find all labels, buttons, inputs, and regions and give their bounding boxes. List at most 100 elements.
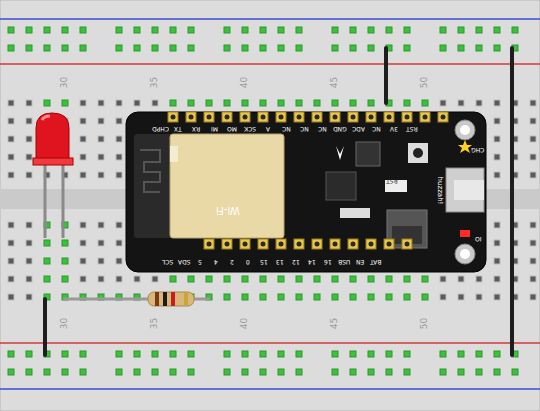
breadboard-hole: [80, 369, 86, 375]
breadboard-hole: [152, 351, 158, 357]
breadboard-hole: [62, 240, 68, 246]
breadboard-hole: [224, 100, 230, 106]
header-pin: [207, 115, 212, 120]
header-pin: [333, 242, 338, 247]
pin-name: 13: [276, 259, 284, 265]
led-leg: [44, 160, 47, 238]
led-leg: [62, 158, 65, 238]
feather-huzzah-board: [126, 112, 486, 272]
header-pin: [348, 112, 358, 122]
breadboard-hole: [8, 118, 14, 124]
breadboard-hole: [26, 100, 32, 106]
breadboard-hole: [440, 27, 446, 33]
header-pin: [441, 115, 446, 120]
breadboard-hole: [62, 100, 68, 106]
breadboard-hole: [296, 27, 302, 33]
breadboard-hole: [296, 351, 302, 357]
header-pin: [261, 115, 266, 120]
header-pin: [294, 112, 304, 122]
resistor-band: [184, 292, 188, 306]
breadboard-hole: [386, 276, 392, 282]
breadboard-hole: [80, 136, 86, 142]
breadboard-hole: [404, 100, 410, 106]
pin-name: RST: [406, 126, 418, 132]
header-pins: [168, 112, 448, 249]
breadboard-hole: [440, 100, 446, 106]
breadboard-hole: [98, 222, 104, 228]
breadboard-hole: [8, 136, 14, 142]
jumper-wire: [43, 299, 47, 355]
breadboard-hole: [134, 27, 140, 33]
pin-name: SCK: [244, 126, 256, 132]
breadboard-hole: [98, 154, 104, 160]
breadboard-hole: [440, 351, 446, 357]
breadboard-hole: [440, 276, 446, 282]
header-pin: [240, 239, 250, 249]
breadboard-hole: [8, 27, 14, 33]
breadboard-hole: [368, 369, 374, 375]
breadboard-hole: [278, 45, 284, 51]
breadboard-hole: [494, 369, 500, 375]
breadboard-hole: [296, 276, 302, 282]
breadboard-hole: [98, 240, 104, 246]
header-pin: [384, 239, 394, 249]
breadboard-hole: [8, 294, 14, 300]
header-pin: [420, 112, 430, 122]
breadboard-hole: [80, 100, 86, 106]
breadboard-hole: [170, 369, 176, 375]
breadboard-hole: [494, 118, 500, 124]
resistor-band: [163, 292, 167, 306]
header-pin: [366, 239, 376, 249]
reset-button: [413, 148, 423, 158]
pin-name: ADC: [352, 126, 365, 132]
breadboard-hole: [530, 118, 536, 124]
breadboard-hole: [8, 369, 14, 375]
breadboard-hole: [134, 351, 140, 357]
breadboard-hole: [476, 369, 482, 375]
header-pin: [258, 112, 268, 122]
breadboard-hole: [332, 100, 338, 106]
breadboard-hole: [530, 100, 536, 106]
header-pin: [312, 239, 322, 249]
breadboard-hole: [152, 276, 158, 282]
breadboard-hole: [314, 276, 320, 282]
breadboard-hole: [386, 294, 392, 300]
header-pin: [204, 239, 214, 249]
breadboard-hole: [260, 294, 266, 300]
board-marking: IO: [475, 236, 482, 242]
breadboard-hole: [476, 100, 482, 106]
breadboard-hole: [458, 351, 464, 357]
adafruit-logo: [332, 146, 348, 160]
breadboard-hole: [350, 27, 356, 33]
breadboard-hole: [296, 100, 302, 106]
wifi-logo: Wi-Fi: [216, 205, 240, 215]
breadboard-hole: [260, 45, 266, 51]
breadboard-hole: [98, 172, 104, 178]
hole-grid: [8, 27, 536, 375]
breadboard-hole: [278, 276, 284, 282]
led-highlight: [42, 116, 50, 120]
header-pin: [405, 242, 410, 247]
header-pin: [420, 112, 430, 122]
breadboard-hole: [62, 351, 68, 357]
header-pin: [258, 239, 268, 249]
breadboard-hole: [206, 276, 212, 282]
header-pin: [402, 112, 412, 122]
breadboard-hole: [98, 118, 104, 124]
header-pin: [240, 239, 250, 249]
breadboard-hole: [224, 27, 230, 33]
pin-name: USB: [338, 259, 350, 265]
header-pin: [402, 112, 412, 122]
breadboard-hole: [26, 258, 32, 264]
header-pin: [348, 112, 358, 122]
header-pin: [279, 242, 284, 247]
breadboard-hole: [296, 294, 302, 300]
breadboard-hole: [80, 154, 86, 160]
breadboard-hole: [26, 27, 32, 33]
breadboard-hole: [530, 294, 536, 300]
breadboard-hole: [242, 351, 248, 357]
breadboard-hole: [152, 27, 158, 33]
breadboard-hole: [494, 100, 500, 106]
